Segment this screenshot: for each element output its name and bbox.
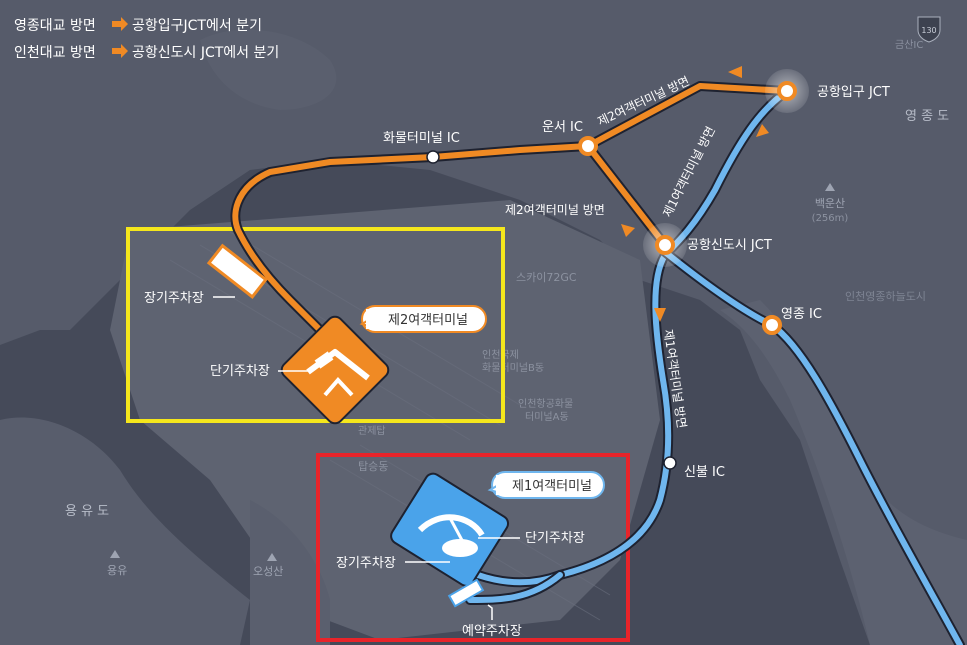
east-land	[720, 300, 967, 645]
legend-line1-from: 영종대교 방면	[14, 18, 96, 34]
unseo-ic-label: 운서 IC	[542, 120, 583, 135]
blue-route-terminal1	[440, 86, 965, 645]
yongyu-island-land	[0, 417, 250, 645]
yongyudo-label: 용 유 도	[65, 504, 109, 519]
baekunsan-label: 백운산	[815, 197, 845, 210]
cargo-terminal-ic-marker[interactable]	[426, 150, 440, 164]
boarding-concourse-label: 탑승동	[358, 460, 388, 473]
t2-direction-label-mid: 제2여객터미널 방면	[505, 203, 605, 217]
legend-line2-from: 인천대교 방면	[14, 45, 96, 61]
highway-130-shield: 130	[917, 16, 941, 43]
terminal1-badge-label: 제1여객터미널	[512, 479, 592, 494]
terminal1-reserved-parking-label: 예약주차장	[462, 624, 522, 639]
terminal1-long-term-parking-label: 장기주차장	[336, 556, 396, 571]
north-hill-land	[200, 29, 337, 110]
skyview-label: 스카이72GC	[516, 271, 577, 284]
cargo-terminal-b-label-1: 인천국제	[482, 349, 519, 361]
incheon-airport-city-label: 인천영종하늘도시	[845, 289, 926, 303]
legend-line2-to: 공항신도시 JCT에서 분기	[132, 45, 279, 61]
arrow-west-icon	[728, 66, 742, 78]
sinbul-ic-label: 신불 IC	[684, 465, 725, 480]
yongyu-label: 용유	[107, 564, 127, 577]
yeongjong-ic-label: 영종 IC	[781, 307, 822, 322]
arrow-northwest-icon	[621, 224, 635, 237]
legend-line1-to: 공항입구JCT에서 분기	[132, 18, 262, 34]
legend-line2-arrow-icon	[112, 44, 128, 58]
cargo-terminal-ic-label: 화물터미널 IC	[383, 131, 460, 146]
airport-newtown-jct-marker[interactable]	[655, 235, 675, 255]
airport-entrance-jct-marker[interactable]	[777, 81, 797, 101]
terminal2-long-term-parking-label: 장기주차장	[144, 291, 204, 306]
terminal2-badge: 제2여객터미널	[359, 305, 487, 333]
terminal2-badge-label: 제2여객터미널	[388, 313, 468, 328]
yeongjong-ic-marker[interactable]	[762, 315, 782, 335]
cargo-terminal-a-label-2: 터미널A동	[525, 411, 569, 423]
legend-line1-arrow-icon	[112, 17, 128, 31]
arrow-south-icon	[654, 308, 666, 322]
route-legend: 영종대교 방면 공항입구JCT에서 분기 인천대교 방면 공항신도시 JCT에서…	[14, 17, 279, 61]
baekunsan-mountain-icon	[825, 183, 835, 191]
baekunsan-height-label: (256m)	[812, 213, 849, 224]
terminal1-short-term-parking-label: 단기주차장	[525, 531, 585, 546]
terminal1-building-icon	[390, 472, 510, 587]
terminal1-badge: 제1여객터미널	[487, 471, 605, 499]
airport-newtown-jct-label: 공항신도시 JCT	[687, 238, 772, 253]
oseongsan-mountain-icon	[267, 553, 277, 561]
yeongjongdo-label: 영 종 도	[905, 109, 949, 124]
oseongsan-land	[250, 500, 330, 645]
t1-reserved-leader	[487, 604, 493, 620]
terminal2-short-term-parking-label: 단기주차장	[210, 364, 270, 379]
terminal2-highlight-box	[126, 227, 505, 423]
geumsan-ic-label: 금산IC	[895, 39, 923, 51]
terminal1-reserved-parking-lot	[447, 578, 485, 608]
unseo-ic-marker[interactable]	[578, 136, 598, 156]
terminal2-building-icon	[280, 315, 390, 425]
terminal2-long-term-parking-lot	[206, 243, 268, 300]
orange-route-terminal2	[230, 81, 792, 345]
airport-entrance-jct-label: 공항입구 JCT	[817, 85, 890, 100]
arrow-southwest-icon	[756, 124, 769, 137]
highway-130-label: 130	[921, 26, 936, 35]
cargo-terminal-a-label-1: 인천항공화물	[518, 398, 573, 410]
cargo-terminal-b-label-2: 화물터미널B동	[482, 362, 544, 374]
oseongsan-label: 오성산	[253, 565, 283, 578]
sinbul-ic-marker[interactable]	[663, 456, 677, 470]
control-tower-label: 관제탑	[358, 425, 386, 437]
yongyu-mountain-icon	[110, 550, 120, 558]
